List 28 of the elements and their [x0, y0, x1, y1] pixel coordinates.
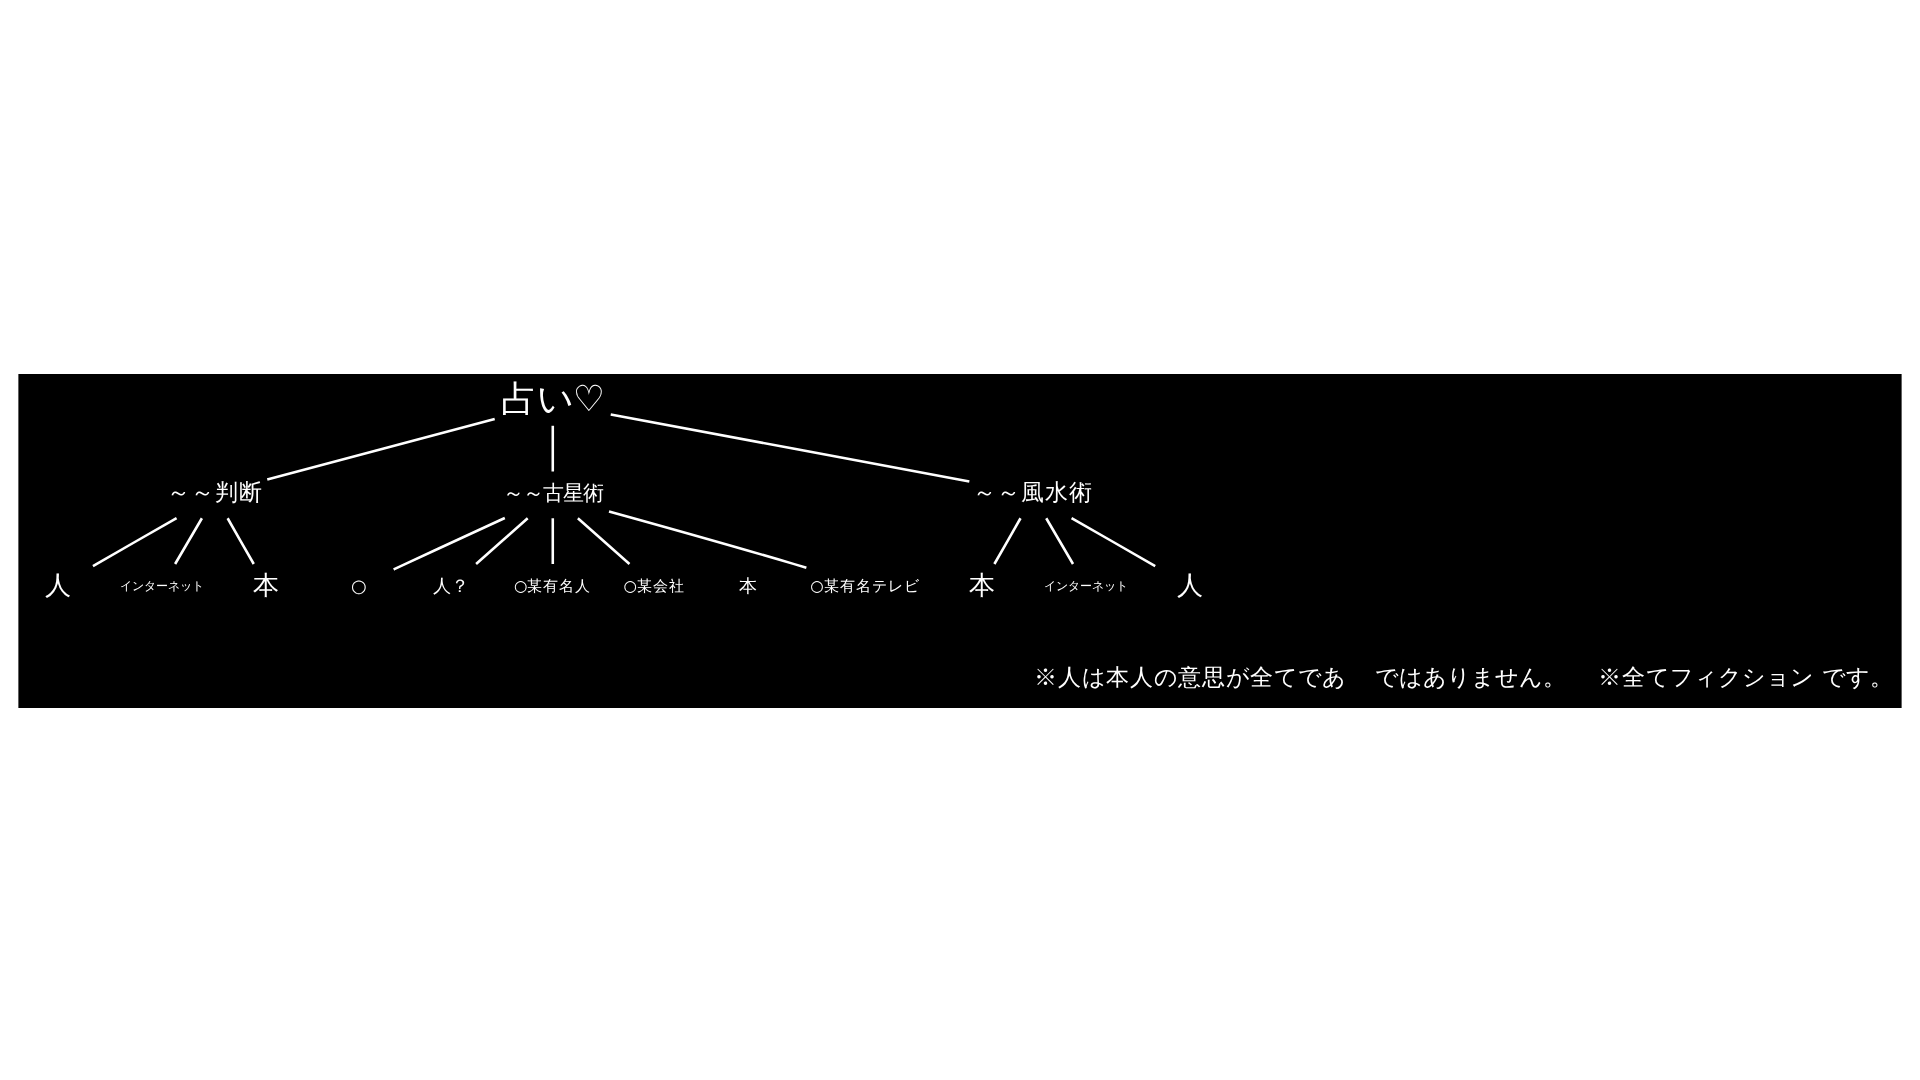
- node-text: ～～判断: [166, 477, 263, 506]
- node-text: 人？: [433, 577, 470, 597]
- connector: [551, 424, 555, 471]
- connector: [92, 515, 178, 567]
- connector: [1070, 515, 1156, 567]
- connector: [610, 412, 970, 482]
- label: 本: [739, 577, 758, 597]
- connector: [551, 517, 555, 563]
- node-text: ○: [350, 577, 367, 597]
- node-text: ～～風水術: [973, 477, 1094, 506]
- connector: [993, 516, 1022, 564]
- connector: [608, 509, 807, 568]
- label: ※全てフィクション です。: [1598, 662, 1894, 691]
- node-text: 人: [45, 570, 72, 601]
- label: ※人は本人の意思が全てであ: [1033, 662, 1346, 691]
- node-text: 本: [253, 570, 280, 601]
- connector: [577, 516, 631, 564]
- connector: [174, 516, 203, 564]
- node-text: 占い♡: [500, 378, 605, 421]
- connector: [226, 516, 255, 564]
- node-text: 本: [968, 570, 995, 601]
- label: ではありません。: [1375, 662, 1568, 691]
- connector: [266, 416, 496, 480]
- connector: [393, 515, 506, 570]
- node-text: 人: [1176, 570, 1203, 601]
- connector: [1045, 516, 1075, 564]
- node-text: ～～古星術: [502, 480, 603, 505]
- connector: [475, 516, 529, 564]
